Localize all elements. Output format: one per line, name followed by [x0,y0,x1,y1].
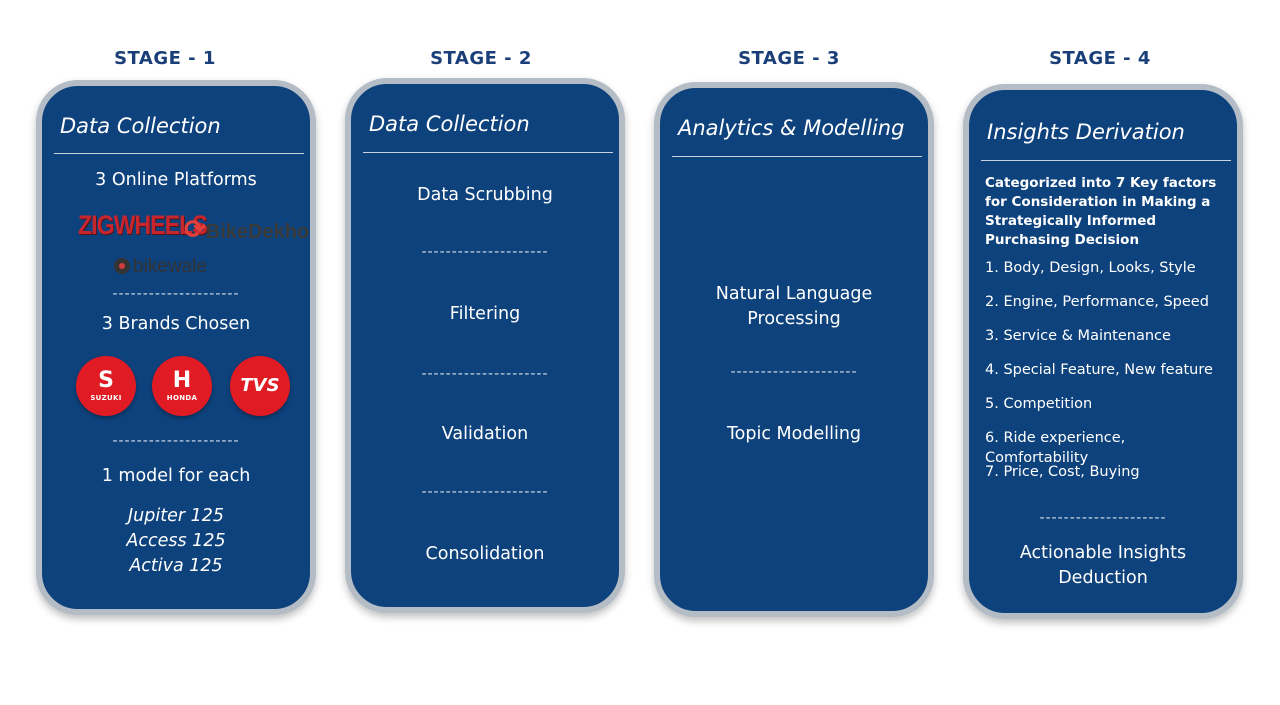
separator: --------------------- [112,286,240,302]
factor-item: 4. Special Feature, New feature [985,362,1213,378]
factor-item: 7. Price, Cost, Buying [985,464,1140,480]
bikewale-logo: bikewale [114,256,207,278]
step-filtering: Filtering [449,304,521,324]
stage-3-card: Analytics & Modelling Natural Language P… [654,82,934,617]
factor-item: 6. Ride experience, Comfortability [985,430,1126,466]
step-validation: Validation [441,424,529,444]
separator: --------------------- [730,364,858,380]
separator: --------------------- [1039,510,1167,526]
stage-3-title: Analytics & Modelling [678,116,905,140]
step-consolidation: Consolidation [425,544,545,564]
stage-4-title: Insights Derivation [987,120,1185,144]
stage-3-divider [672,156,922,157]
stage-2-card: Data Collection Data Scrubbing ---------… [345,78,625,613]
factor-item: 2. Engine, Performance, Speed [985,294,1209,310]
factors-heading: Categorized into 7 Key factors for Consi… [985,175,1217,248]
model-item: Jupiter 125 [127,506,224,526]
brands-heading: 3 Brands Chosen [101,314,251,334]
factor-item: 1. Body, Design, Looks, Style [985,260,1196,276]
step-nlp-line2: Processing [747,309,841,329]
factor-item: 5. Competition [985,396,1093,412]
models-heading: 1 model for each [101,466,251,486]
separator: --------------------- [421,244,549,260]
separator: --------------------- [112,433,240,449]
step-data-scrubbing: Data Scrubbing [417,185,553,205]
step-topic-modelling: Topic Modelling [726,424,862,444]
stage-1-label: STAGE - 1 [114,48,216,69]
stage-4-label: STAGE - 4 [1049,48,1151,69]
model-item: Activa 125 [129,556,223,576]
bikedekho-logo: ⟳BikeDekho [184,214,310,244]
model-item: Access 125 [126,531,226,551]
stage-4-card: Insights Derivation Categorized into 7 K… [963,84,1243,619]
factor-item: 3. Service & Maintenance [985,328,1171,344]
stage-2-label: STAGE - 2 [430,48,532,69]
stage-4-divider [981,160,1231,161]
separator: --------------------- [421,366,549,382]
step-nlp-line1: Natural Language [715,284,873,304]
zigwheels-logo: ZIGWHEELS [78,210,208,240]
outcome-line2: Deduction [1058,568,1148,588]
separator: --------------------- [421,484,549,500]
stage-1-card: Data Collection 3 Online Platforms ZIGWH… [36,80,316,615]
stage-2-title: Data Collection [369,112,530,136]
stage-1-title: Data Collection [60,114,221,138]
outcome-line1: Actionable Insights [1019,543,1187,563]
platform-logos: ZIGWHEELS ⟳BikeDekho bikewale [42,204,310,284]
stage-1-divider [54,153,304,154]
tvs-logo: TVS [230,356,290,416]
stage-3-label: STAGE - 3 [738,48,840,69]
factors-list: 1. Body, Design, Looks, Style 2. Engine,… [985,258,1231,496]
platforms-heading: 3 Online Platforms [95,170,257,190]
stage-2-divider [363,152,613,153]
